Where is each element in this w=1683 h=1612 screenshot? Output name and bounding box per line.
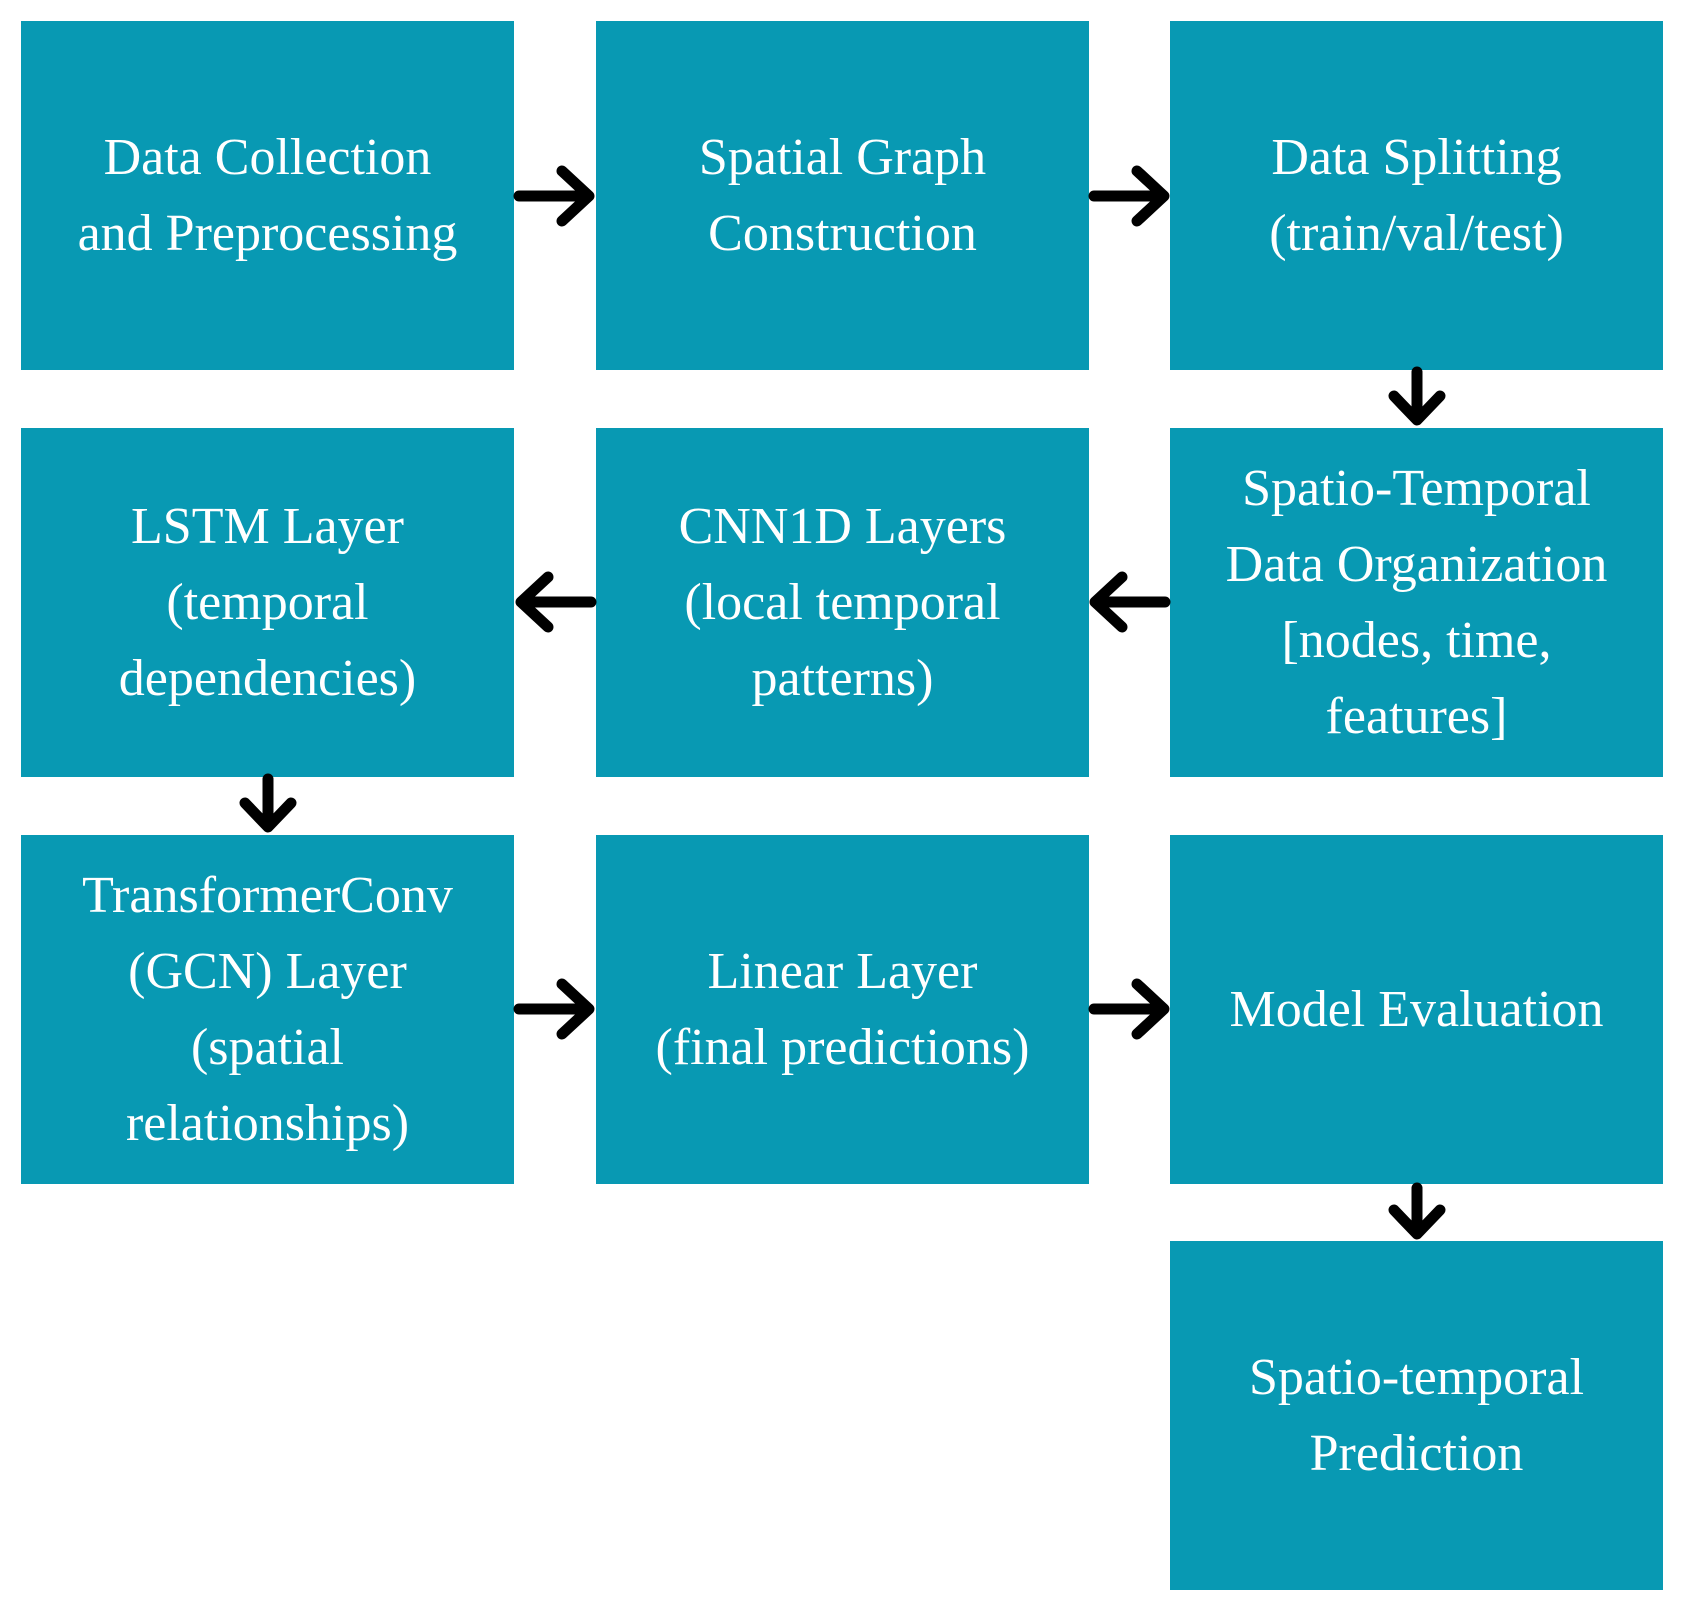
arrow-lstm-to-transformer [239,773,297,833]
node-cnn1d-layers-label: CNN1D Layers (local temporal patterns) [678,497,1007,707]
node-lstm-layer-label: LSTM Layer (temporal dependencies) [118,497,417,707]
node-data-collection: Data Collection and Preprocessing [21,21,514,370]
arrow-collection-to-graph [513,165,595,227]
arrow-organization-to-cnn1d [1089,571,1171,633]
node-transformerconv-layer: TransformerConv (GCN) Layer (spatial rel… [21,835,514,1184]
node-spatio-temporal-prediction-label: Spatio-temporal Prediction [1248,1348,1585,1482]
node-spatial-graph-construction: Spatial Graph Construction [596,21,1089,370]
arrow-transformer-to-linear [513,978,595,1040]
node-data-organization: Spatio-Temporal Data Organization [nodes… [1170,428,1663,777]
node-transformerconv-layer-label: TransformerConv (GCN) Layer (spatial rel… [82,866,453,1152]
arrow-evaluation-to-prediction [1388,1182,1446,1240]
node-spatio-temporal-prediction: Spatio-temporal Prediction [1170,1241,1663,1590]
node-data-collection-label: Data Collection and Preprocessing [77,128,458,262]
node-data-splitting-label: Data Splitting (train/val/test) [1269,128,1564,262]
node-linear-layer: Linear Layer (final predictions) [596,835,1089,1184]
node-model-evaluation: Model Evaluation [1170,835,1663,1184]
node-data-splitting: Data Splitting (train/val/test) [1170,21,1663,370]
node-cnn1d-layers: CNN1D Layers (local temporal patterns) [596,428,1089,777]
node-linear-layer-label: Linear Layer (final predictions) [655,942,1030,1076]
node-model-evaluation-label: Model Evaluation [1229,980,1604,1038]
node-data-organization-label: Spatio-Temporal Data Organization [nodes… [1225,459,1608,745]
node-lstm-layer: LSTM Layer (temporal dependencies) [21,428,514,777]
arrow-linear-to-evaluation [1088,978,1170,1040]
arrow-cnn1d-to-lstm [515,571,597,633]
arrow-graph-to-splitting [1088,165,1170,227]
node-spatial-graph-construction-label: Spatial Graph Construction [698,128,987,262]
arrow-splitting-to-organization [1388,366,1446,426]
